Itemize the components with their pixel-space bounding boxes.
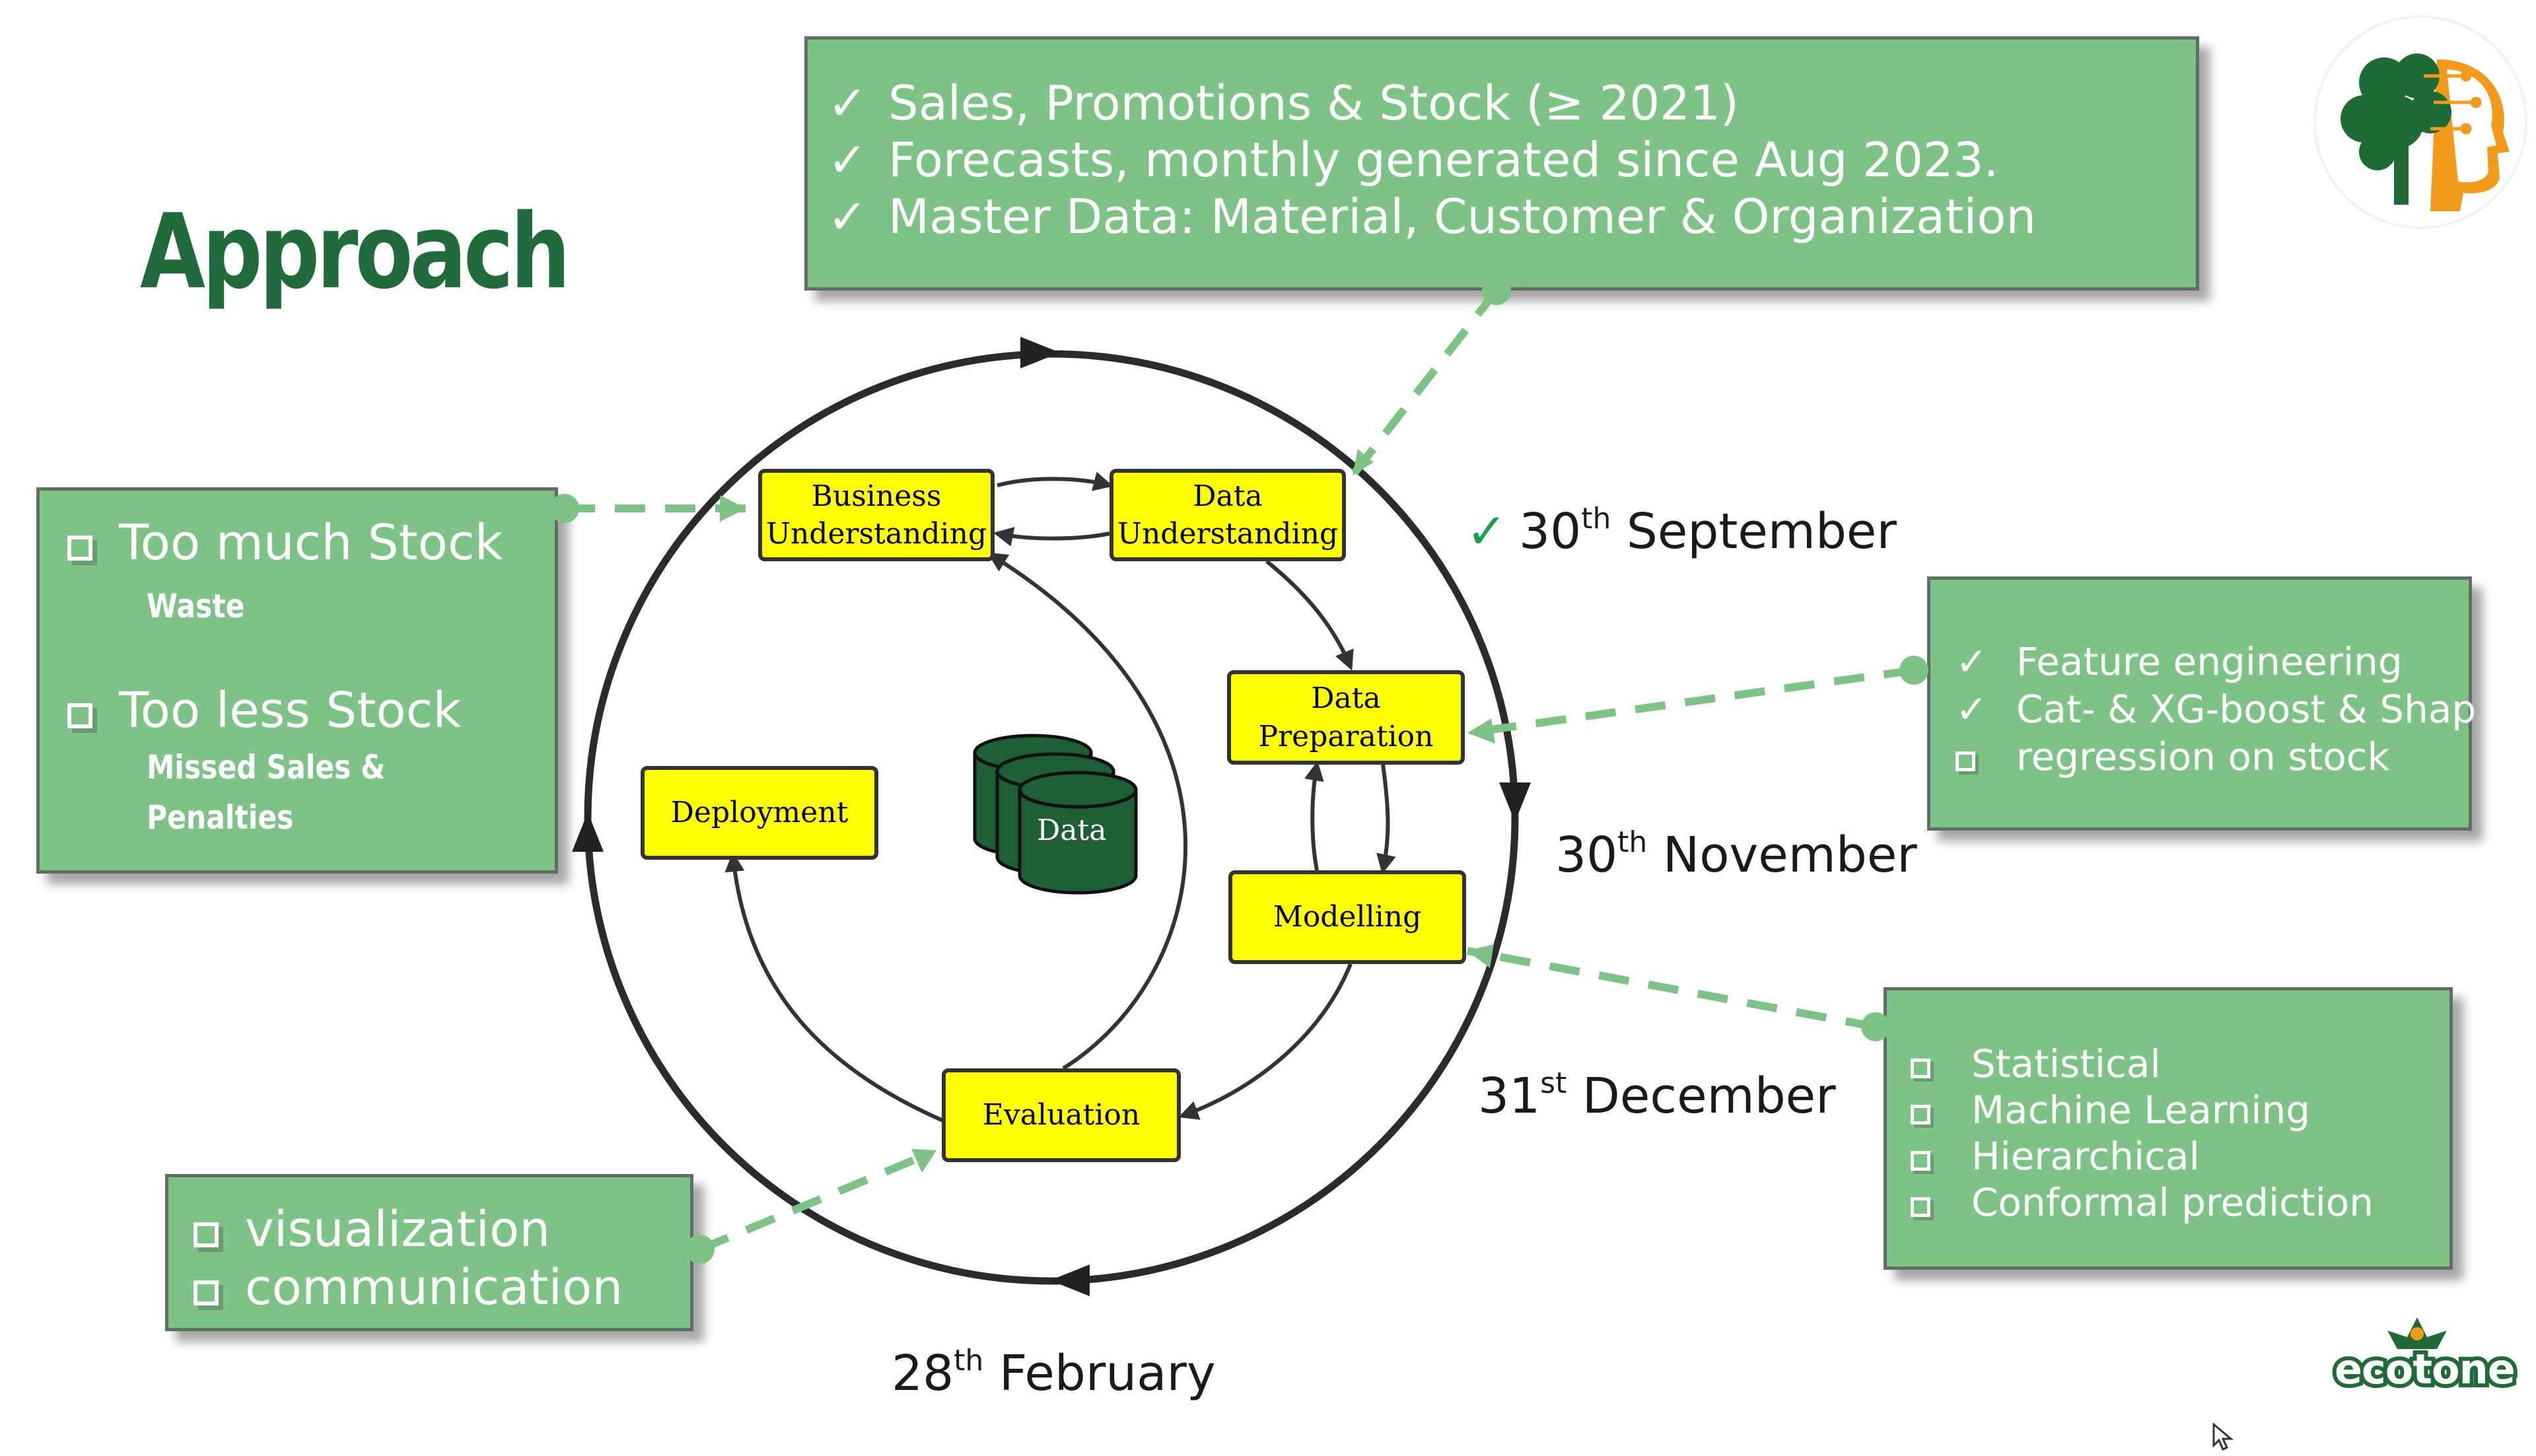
cycle-arrow xyxy=(1020,337,1060,368)
problem-item: Too much Stock xyxy=(67,518,555,567)
problem-detail: Waste xyxy=(147,587,245,625)
page-title: Approach xyxy=(140,191,571,312)
viz-item: visualization xyxy=(194,1205,690,1254)
checkbox-icon xyxy=(67,536,92,561)
cycle-arrow xyxy=(1050,1265,1090,1296)
checkbox-icon xyxy=(67,703,92,728)
node-evaluation: Evaluation xyxy=(942,1068,1181,1162)
viz-item: communication xyxy=(194,1263,690,1312)
ecotone-wordmark: ecotone xyxy=(2331,1341,2519,1397)
model-box: Statistical Machine Learning Hierarchica… xyxy=(1884,987,2453,1270)
check-icon: ✓ xyxy=(828,132,868,188)
milestone-november: 30th November xyxy=(1555,825,1917,884)
model-item: Hierarchical xyxy=(1911,1137,2449,1175)
tree-head-logo xyxy=(2313,15,2527,229)
feature-item: ✓Cat- & XG-boost & Shap xyxy=(1955,687,2477,732)
connector-arrowheads xyxy=(720,449,1495,1173)
cycle-arrow xyxy=(1499,782,1531,822)
dashed-connectors xyxy=(565,288,1915,1253)
problem-detail: Missed Sales & xyxy=(147,748,386,786)
feature-item: ✓Feature engineering xyxy=(1955,639,2403,684)
model-item: Machine Learning xyxy=(1911,1091,2449,1129)
milestone-september: ✓30th September xyxy=(1466,502,1897,560)
milestone-december: 31st December xyxy=(1478,1066,1836,1125)
data-sources-box: ✓Sales, Promotions & Stock (≥ 2021) ✓For… xyxy=(804,36,2199,291)
checkbox-icon xyxy=(194,1222,219,1247)
model-item: Conformal prediction xyxy=(1911,1183,2449,1222)
check-icon: ✓ xyxy=(828,189,868,244)
model-item: Statistical xyxy=(1911,1045,2449,1083)
milestone-february: 28th February xyxy=(892,1344,1216,1402)
checkbox-icon xyxy=(1911,1197,1930,1217)
visualization-box: visualization communication xyxy=(165,1174,693,1331)
checkbox-icon xyxy=(1955,751,1975,771)
data-source-item: ✓Forecasts, monthly generated since Aug … xyxy=(828,132,1999,188)
ecotone-logo: ecotone xyxy=(2331,1311,2519,1397)
problems-box: Too much Stock Waste Too less Stock Miss… xyxy=(36,487,558,874)
mouse-cursor-icon xyxy=(2212,1423,2234,1451)
data-source-item: ✓Sales, Promotions & Stock (≥ 2021) xyxy=(828,75,1739,131)
node-modelling: Modelling xyxy=(1228,870,1466,964)
feature-item: regression on stock xyxy=(1955,738,2469,776)
problem-detail: Penalties xyxy=(147,798,294,837)
data-source-item: ✓Master Data: Material, Customer & Organ… xyxy=(828,189,2037,244)
node-deployment: Deployment xyxy=(641,766,878,860)
connector-dots xyxy=(550,276,1928,1264)
checkbox-icon xyxy=(1911,1151,1930,1171)
checkbox-icon xyxy=(194,1280,219,1305)
check-icon: ✓ xyxy=(1466,503,1508,560)
data-label: Data xyxy=(1037,814,1107,847)
problem-item: Too less Stock xyxy=(67,686,555,735)
check-icon: ✓ xyxy=(828,75,868,131)
leaf-icon xyxy=(2387,1317,2447,1349)
crisp-dm-diagram xyxy=(550,276,1928,1296)
feature-box: ✓Feature engineering ✓Cat- & XG-boost & … xyxy=(1927,576,2477,831)
checkbox-icon xyxy=(1911,1105,1930,1125)
cycle-arrow xyxy=(572,812,604,852)
checkbox-icon xyxy=(1911,1058,1930,1078)
cycle-connectors xyxy=(724,471,1396,1123)
data-icon xyxy=(973,734,1138,895)
